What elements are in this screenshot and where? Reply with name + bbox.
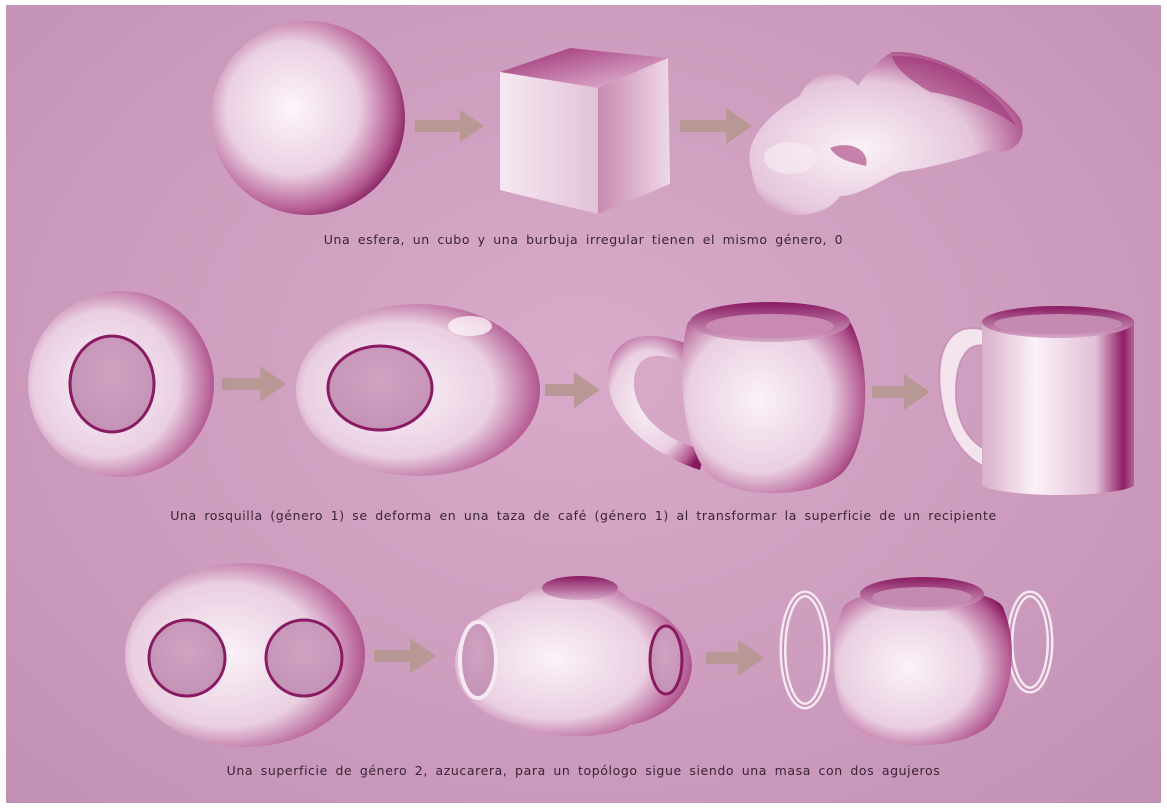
row2-shapes: [28, 291, 1134, 495]
irregular-bubble: [749, 52, 1022, 215]
flattened-torus: [296, 304, 540, 476]
sugar-bowl-intermediate: [455, 576, 692, 736]
arrow-row2-a: [222, 366, 286, 402]
row1-shapes: [211, 21, 1023, 215]
caption-row2: Una rosquilla (género 1) se deforma en u…: [0, 508, 1167, 523]
arrow-row3-b: [706, 640, 764, 676]
sphere: [211, 21, 405, 215]
caption-row1: Una esfera, un cubo y una burbuja irregu…: [0, 232, 1167, 247]
arrow-row1-a: [415, 110, 484, 142]
arrow-row1-b: [680, 108, 752, 144]
coffee-mug: [939, 306, 1134, 495]
torus: [28, 291, 214, 477]
sugar-bowl: [783, 577, 1050, 745]
arrow-row2-b: [545, 372, 600, 408]
arrow-row3-a: [374, 638, 436, 674]
rounded-cup: [608, 302, 866, 493]
caption-row3: Una superficie de género 2, azucarera, p…: [0, 763, 1167, 778]
double-torus: [125, 563, 365, 747]
arrow-row2-c: [872, 374, 930, 410]
cube: [500, 48, 670, 214]
row3-shapes: [125, 563, 1050, 747]
